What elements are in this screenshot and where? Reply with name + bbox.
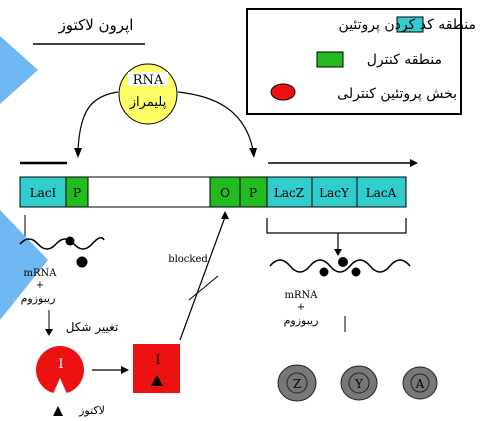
- legend-label-repressor: بخش پروتئین کنترلی: [337, 86, 457, 102]
- repressor-bound-lactose: [151, 375, 163, 386]
- legend-entries: منطقه کد کردن پروتئین منطقه کنترل بخش پر…: [270, 16, 476, 102]
- ribosome-right-3: [351, 267, 361, 277]
- protein-y-inner: [348, 372, 370, 394]
- plus-label-right: +: [297, 302, 305, 313]
- shape-change-arrowhead: [121, 366, 129, 374]
- legend-swatch-coding: [396, 16, 424, 33]
- dna-strip: LacI P O P LacZ LacY LacA: [19, 176, 407, 208]
- decor-triangle-bottom: [0, 210, 48, 320]
- mrna-right: [269, 259, 411, 273]
- dna-spacer: [87, 176, 211, 208]
- gene-label-promoter-2: P: [249, 186, 257, 200]
- lactose-label: لاکتوز: [78, 404, 105, 417]
- plus-label-left: +: [36, 280, 44, 291]
- legend-swatch-repressor: [270, 83, 296, 101]
- mrna-left: [19, 237, 105, 250]
- repressor-notch: [53, 378, 67, 394]
- mrna-label-left: mRNA: [24, 268, 58, 279]
- arrowhead-promoter-2: [249, 148, 257, 158]
- legend-label-control: منطقه کنترل: [367, 52, 442, 68]
- operon-bracket: [266, 218, 407, 234]
- protein-a-inner: [410, 373, 430, 393]
- blocked-arrowhead: [221, 211, 229, 219]
- ribosome-label-right: ريبوزوم: [284, 314, 319, 327]
- gene-label-promoter-1: P: [73, 186, 81, 200]
- polymerase-label-bg: [128, 72, 168, 86]
- diagram-title: اپرون لاکتوز: [58, 16, 134, 35]
- gene-label-lacz: LacZ: [274, 186, 304, 200]
- arrow-to-promoter-2: [177, 91, 254, 151]
- gene-label-laca: LacA: [366, 186, 397, 200]
- gene-lacy: [311, 176, 358, 208]
- lactose-molecule: [53, 406, 63, 416]
- legend-label-coding: منطقه کد کردن پروتئین: [339, 17, 476, 33]
- arrow-to-promoter-1: [77, 91, 119, 151]
- blocked-line-to-operator: [179, 216, 226, 341]
- ribosome-left-2: [76, 256, 88, 268]
- mrna-label-right: mRNA: [285, 290, 319, 301]
- protein-a-label: A: [415, 377, 425, 391]
- ribosome-left-1: [65, 236, 75, 246]
- operon-bracket-arrowhead: [334, 249, 342, 256]
- ribosome-right-1: [319, 267, 329, 277]
- protein-z-inner: [286, 372, 308, 394]
- repressor-active: [36, 346, 84, 394]
- legend-swatch-control: [316, 51, 344, 68]
- gene-laca: [356, 176, 407, 208]
- repressor-bound-label: I: [155, 353, 160, 368]
- gene-label-laci: LacI: [30, 186, 57, 200]
- operon-transcript-arrowhead: [410, 159, 418, 167]
- decor-triangle-top: [0, 36, 38, 104]
- left-down-arrowhead: [45, 329, 53, 336]
- protein-y-label: Y: [354, 377, 364, 391]
- blocked-slash: [188, 275, 219, 301]
- repressor-active-label: I: [58, 357, 63, 372]
- gene-label-operator: O: [220, 186, 230, 200]
- ribosome-label-left: ريبوزوم: [21, 292, 56, 305]
- blocked-label: blocked: [168, 254, 208, 265]
- legend-box: [246, 8, 462, 115]
- polymerase-label-rna: RNA: [133, 73, 164, 88]
- polymerase-label-name: پلیمراز: [129, 95, 167, 110]
- protein-z-label: Z: [293, 377, 301, 391]
- gene-lacz: [266, 176, 313, 208]
- gene-label-lacy: LacY: [319, 186, 350, 200]
- ribosome-right-2: [338, 257, 348, 267]
- shape-change-label: تغییر شکل: [66, 320, 119, 335]
- arrowhead-promoter-1: [74, 148, 82, 158]
